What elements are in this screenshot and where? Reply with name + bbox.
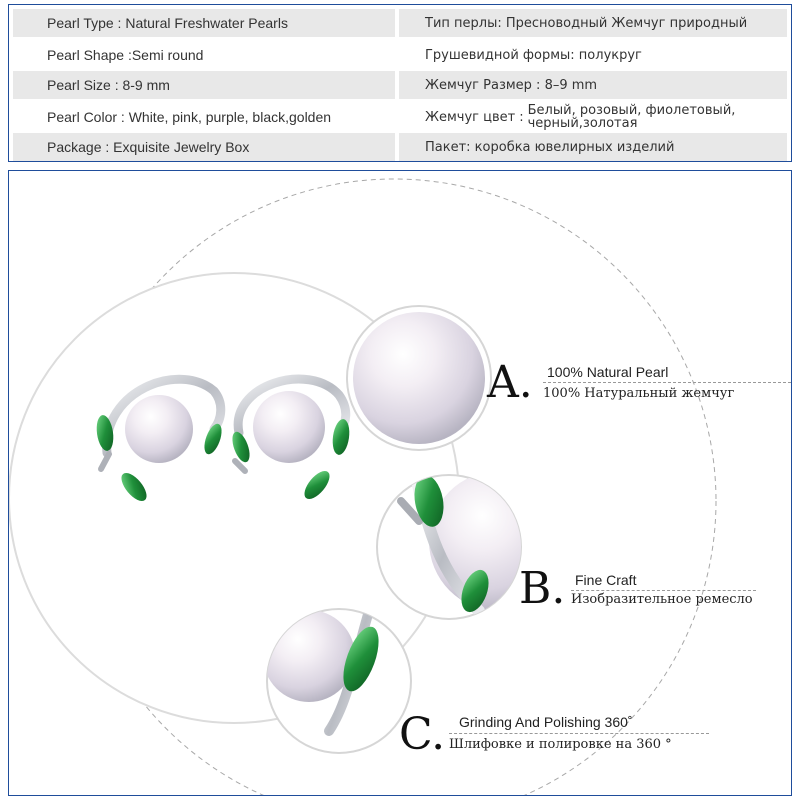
spec-ru: Тип перлы: Пресноводный Жемчуг природный bbox=[399, 9, 787, 37]
spec-en: Pearl Type : Natural Freshwater Pearls bbox=[13, 9, 395, 37]
product-illustration bbox=[9, 178, 717, 795]
callout-c-ru: Шлифовке и полировке на 360 ° bbox=[449, 737, 672, 752]
spec-ru: Жемчуг Размер : 8–9 mm bbox=[399, 71, 787, 99]
callout-a-en: 100% Natural Pearl bbox=[547, 364, 669, 380]
spec-ru-color-values: Белый, розовый, фиолетовый, черный,золот… bbox=[528, 104, 736, 130]
callout-a-ru: 100% Натуральный жемчуг bbox=[543, 386, 735, 401]
callout-a-letter: A. bbox=[487, 357, 533, 408]
earring-right bbox=[232, 374, 351, 500]
callout-c-line bbox=[449, 733, 709, 734]
callout-a-line bbox=[543, 382, 791, 383]
spec-ru-color-wrap: Жемчуг цвет : Белый, розовый, фиолетовый… bbox=[425, 104, 735, 130]
spec-en: Pearl Color : White, pink, purple, black… bbox=[47, 109, 332, 125]
callout-c-letter: C. bbox=[399, 709, 446, 760]
spec-ru-color-line2: черный,золотая bbox=[527, 116, 638, 131]
detail-circle-b bbox=[376, 474, 522, 620]
spec-row-type: Pearl Type : Natural Freshwater Pearls Т… bbox=[13, 9, 787, 37]
spec-row-size: Pearl Size : 8-9 mm Жемчуг Размер : 8–9 … bbox=[13, 71, 787, 99]
spec-ru: Пакет: коробка ювелирных изделий bbox=[399, 133, 787, 161]
spec-ru-color-sep: : bbox=[519, 109, 524, 125]
spec-ru: Грушевидной формы: полукруг bbox=[425, 47, 642, 63]
callout-b-line bbox=[571, 590, 756, 591]
spec-en: Pearl Size : 8-9 mm bbox=[13, 71, 395, 99]
spec-table: Pearl Type : Natural Freshwater Pearls Т… bbox=[8, 4, 792, 162]
earring-left bbox=[96, 374, 226, 502]
callout-b-letter: B. bbox=[519, 563, 566, 614]
callout-b-en: Fine Craft bbox=[575, 572, 637, 588]
spec-en: Package : Exquisite Jewelry Box bbox=[13, 133, 395, 161]
spec-row-package: Package : Exquisite Jewelry Box Пакет: к… bbox=[13, 133, 787, 161]
detail-circle-c bbox=[266, 608, 412, 754]
callout-c-en: Grinding And Polishing 360˚ bbox=[459, 714, 633, 730]
spec-en: Pearl Shape :Semi round bbox=[47, 47, 204, 63]
product-photo-panel: A. 100% Natural Pearl 100% Натуральный ж… bbox=[8, 170, 792, 796]
spec-row-shape: Pearl Shape :Semi round Грушевидной форм… bbox=[13, 41, 787, 69]
spec-ru-color-label: Жемчуг цвет bbox=[425, 109, 516, 125]
spec-ru-color-line1: Белый, розовый, фиолетовый, bbox=[527, 103, 736, 118]
spec-row-color: Pearl Color : White, pink, purple, black… bbox=[13, 101, 787, 133]
callout-b-ru: Изобразительное ремесло bbox=[571, 592, 753, 607]
spec-ru-color: Жемчуг цвет : Белый, розовый, фиолетовый… bbox=[399, 101, 787, 133]
detail-circle-a bbox=[346, 305, 492, 451]
